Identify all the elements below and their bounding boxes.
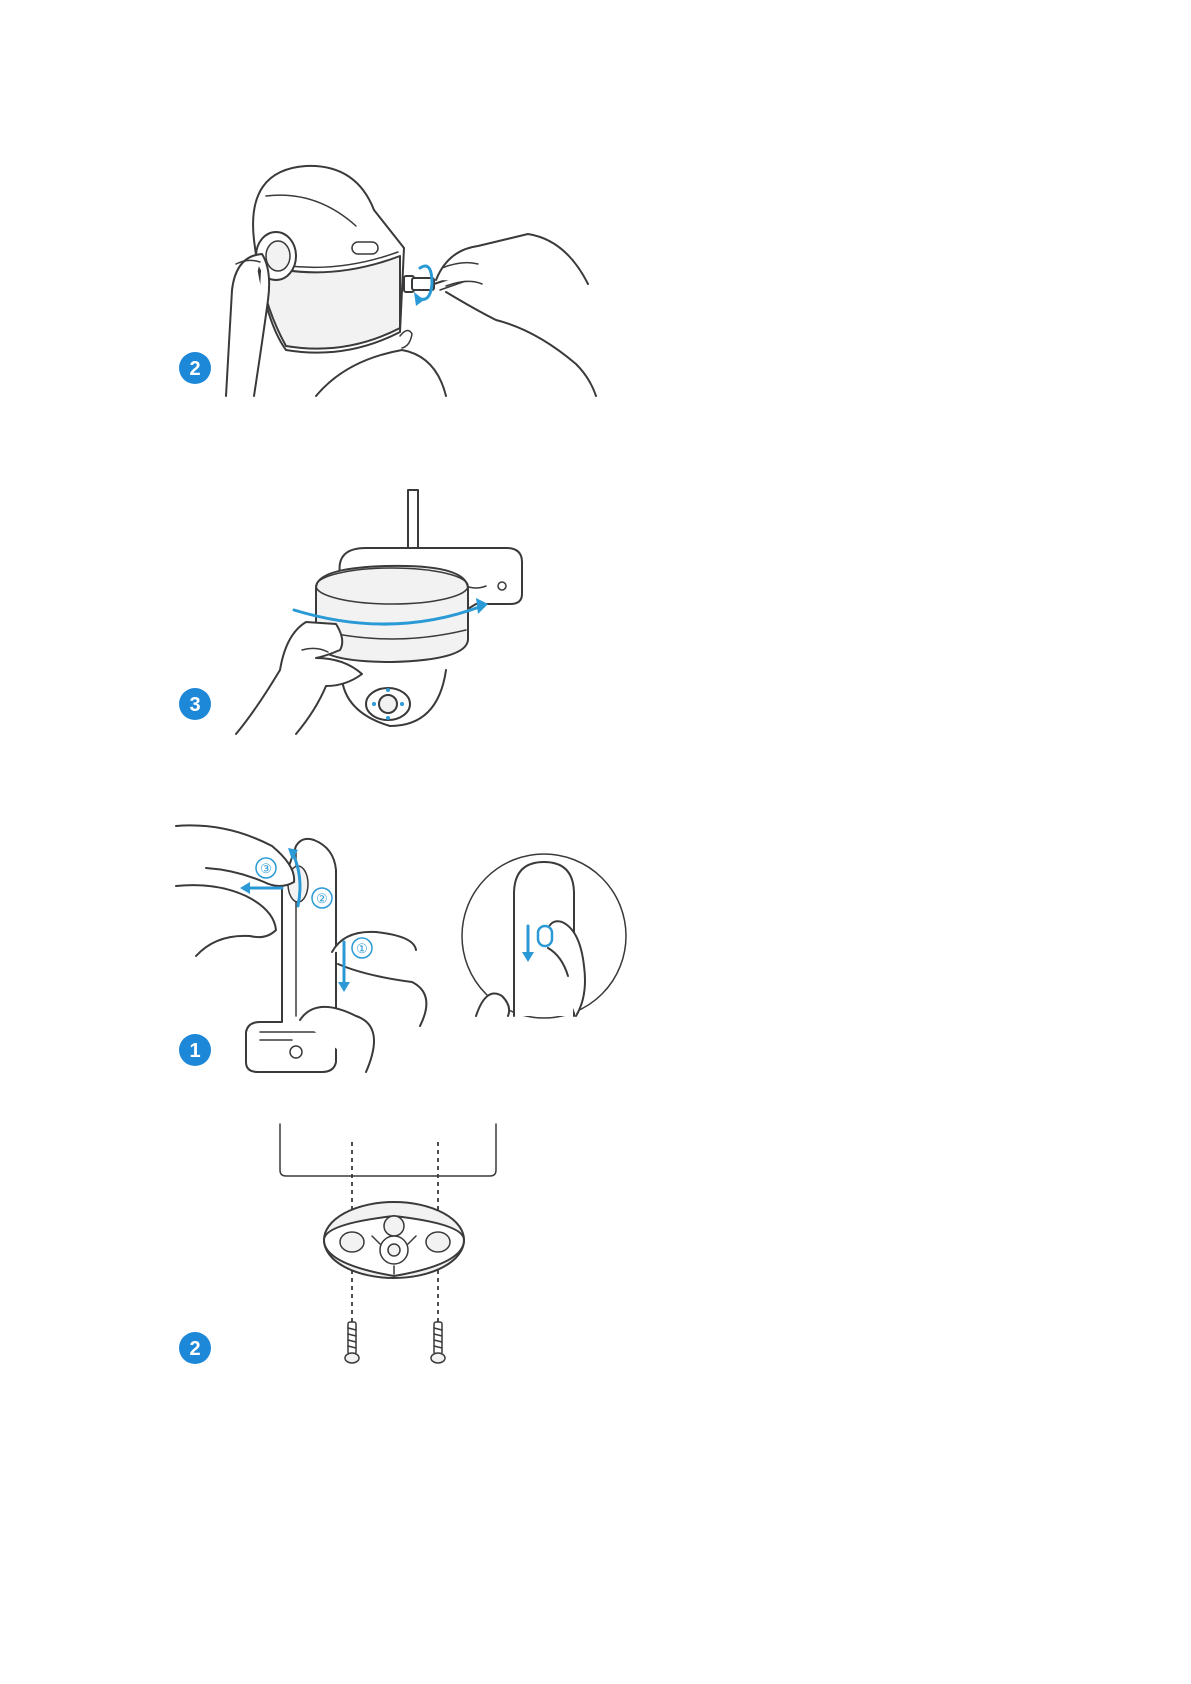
antenna-install-illustration: 2 [176, 160, 620, 396]
step-badge-number: 2 [189, 1338, 200, 1360]
callout-2: ② [316, 891, 328, 906]
bracket-release-illustration: ③ ② ① 1 [176, 826, 620, 1078]
figure-bracket-release: ③ ② ① 1 [176, 826, 620, 1078]
step-badge-number: 2 [189, 358, 200, 380]
callout-3: ③ [260, 861, 272, 876]
camera-rotate-illustration: 3 [176, 490, 620, 734]
screw-left [345, 1322, 359, 1363]
callout-1: ① [356, 941, 368, 956]
step-badge-number: 3 [189, 694, 200, 716]
figure-camera-rotate: 3 [176, 490, 620, 734]
figure-ceiling-mount: 2 [176, 1124, 620, 1380]
ceiling-mount-illustration: 2 [176, 1124, 620, 1380]
screw-right [431, 1322, 445, 1363]
figure-antenna-install: 2 [176, 160, 620, 396]
step-badge-number: 1 [189, 1040, 200, 1062]
